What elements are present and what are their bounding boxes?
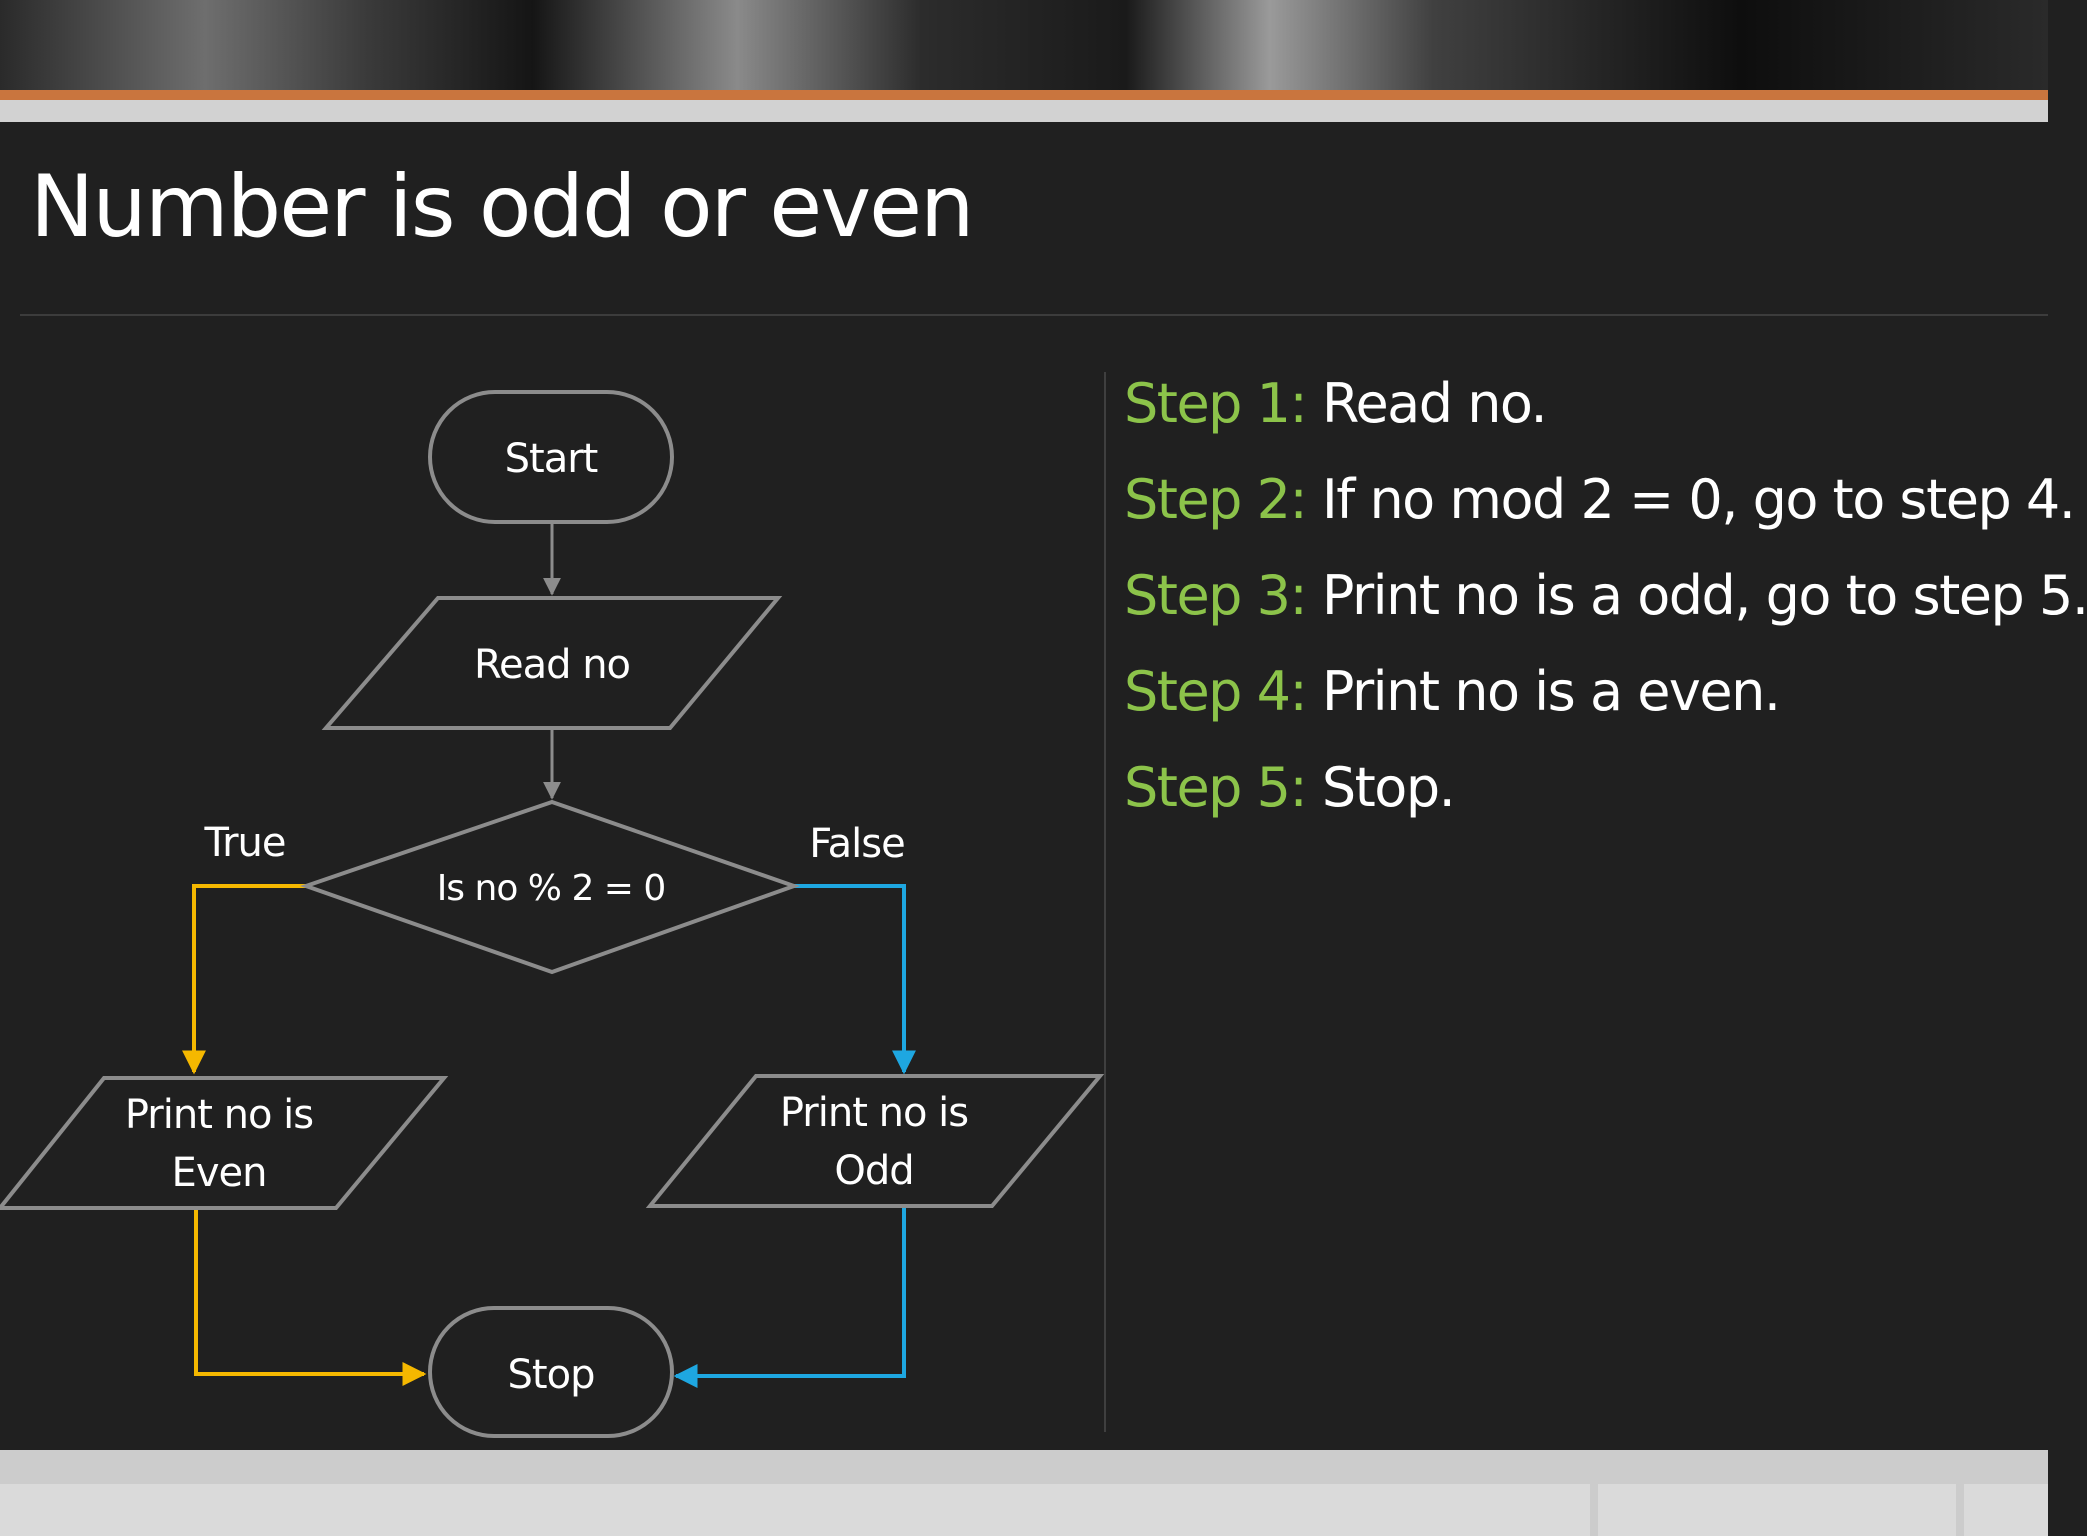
step-label: Step 3: xyxy=(1124,564,1308,627)
print-even-parallelogram xyxy=(0,1076,449,1210)
step-label: Step 4: xyxy=(1124,660,1308,723)
step-text: If no mod 2 = 0, go to step 4. xyxy=(1321,468,2076,531)
step-item: Step 5: Stop. xyxy=(1124,740,2087,836)
step-label: Step 1: xyxy=(1124,372,1308,435)
bottom-bar-segment xyxy=(0,1484,1590,1536)
start-terminator xyxy=(428,390,674,524)
print-odd-label-line1: Print no is xyxy=(780,1090,968,1136)
step-item: Step 3: Print no is a odd, go to step 5. xyxy=(1124,548,2087,644)
connector-false-branch xyxy=(794,884,916,1075)
step-label: Step 2: xyxy=(1124,468,1308,531)
step-text: Read no. xyxy=(1321,372,1548,435)
header-accent-stripe xyxy=(0,90,2048,100)
connector-true-branch xyxy=(182,884,306,1075)
decision-diamond xyxy=(299,799,801,975)
print-odd-parallelogram xyxy=(645,1074,1105,1208)
start-label: Start xyxy=(505,436,598,482)
print-odd-label-line2: Odd xyxy=(834,1148,913,1194)
print-even-label-line2: Even xyxy=(172,1150,267,1196)
header-gray-stripe xyxy=(0,100,2048,122)
read-input-parallelogram xyxy=(321,596,783,730)
algorithm-steps-list: Step 1: Read no. Step 2: If no mod 2 = 0… xyxy=(1124,356,2087,836)
header-banner-image xyxy=(0,0,2048,92)
decision-label: Is no % 2 = 0 xyxy=(437,868,666,909)
flowchart-diagram: Start Read no Is no % 2 = 0 True False P… xyxy=(0,390,1105,1438)
slide-title: Number is odd or even xyxy=(30,157,975,257)
step-item: Step 2: If no mod 2 = 0, go to step 4. xyxy=(1124,452,2087,548)
print-even-label-line1: Print no is xyxy=(125,1092,313,1138)
step-item: Step 1: Read no. xyxy=(1124,356,2087,452)
false-label: False xyxy=(809,821,904,867)
step-text: Print no is a odd, go to step 5. xyxy=(1321,564,2087,627)
true-label: True xyxy=(204,820,286,866)
step-label: Step 5: xyxy=(1124,756,1308,819)
step-text: Stop. xyxy=(1321,756,1456,819)
slide-body xyxy=(0,122,2048,1450)
step-text: Print no is a even. xyxy=(1321,660,1781,723)
connector-odd-stop xyxy=(673,1206,906,1388)
step-item: Step 4: Print no is a even. xyxy=(1124,644,2087,740)
stop-terminator xyxy=(428,1306,674,1438)
bottom-bar-segment xyxy=(1964,1484,2048,1536)
bottom-bar-segment xyxy=(1598,1484,1956,1536)
read-label: Read no xyxy=(474,642,630,688)
title-divider xyxy=(20,314,2048,316)
stop-label: Stop xyxy=(508,1352,595,1398)
connector-even-stop xyxy=(194,1208,427,1386)
column-divider xyxy=(1104,372,1106,1432)
